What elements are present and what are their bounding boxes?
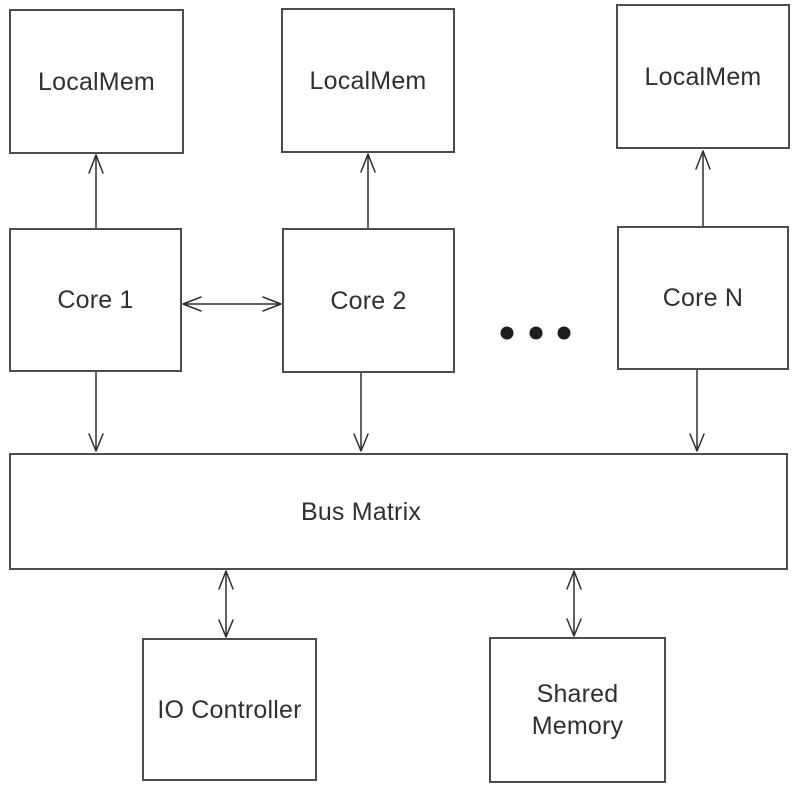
- node-core-n: Core N: [617, 226, 789, 370]
- node-core-1: Core 1: [9, 228, 182, 372]
- edge-core2-localmem2-arrow-up: [360, 153, 376, 229]
- node-shared-memory-label: Shared Memory: [531, 680, 624, 740]
- node-localmem-1-label: LocalMem: [38, 67, 155, 96]
- edge-bus-sharedmemory-double-arrow: [566, 570, 582, 637]
- node-core-2-label: Core 2: [330, 286, 407, 315]
- edge-core1-localmem1-arrow-up: [88, 154, 104, 229]
- edge-core2-bus-arrow-down: [353, 372, 369, 452]
- edge-core1-bus-arrow-down: [88, 371, 104, 452]
- node-core-n-label: Core N: [662, 284, 744, 312]
- node-io-controller-label: IO Controller: [157, 695, 302, 724]
- node-localmem-3: LocalMem: [616, 4, 790, 149]
- edge-bus-iocontroller-double-arrow: [218, 570, 234, 638]
- node-bus-matrix: Bus Matrix: [9, 453, 788, 570]
- node-bus-matrix-label: Bus Matrix: [300, 497, 422, 526]
- node-core-2: Core 2: [282, 228, 455, 373]
- ellipsis-dots-icon: [500, 326, 571, 340]
- node-localmem-2-label: LocalMem: [309, 66, 427, 95]
- node-io-controller: IO Controller: [142, 638, 317, 781]
- node-core-1-label: Core 1: [57, 286, 134, 314]
- edge-coreN-bus-arrow-down: [689, 369, 705, 452]
- node-localmem-2: LocalMem: [281, 8, 455, 153]
- edge-coreN-localmem3-arrow-up: [695, 150, 711, 227]
- edge-core1-core2-double-arrow: [182, 296, 282, 312]
- node-shared-memory: Shared Memory: [489, 637, 666, 783]
- node-localmem-3-label: LocalMem: [644, 62, 762, 91]
- node-localmem-1: LocalMem: [9, 9, 184, 154]
